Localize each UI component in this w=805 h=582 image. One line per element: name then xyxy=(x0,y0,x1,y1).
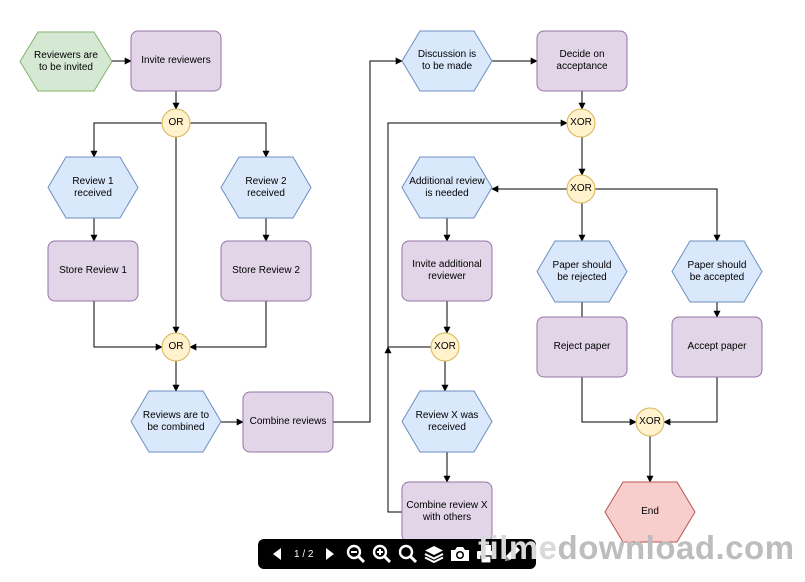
camera-button[interactable] xyxy=(449,543,471,565)
connector-arrow xyxy=(90,122,162,158)
next-page-button[interactable] xyxy=(319,543,341,565)
layers-button[interactable] xyxy=(423,543,445,565)
connector-arrow xyxy=(595,188,721,242)
gateway-xor-join-end xyxy=(635,407,665,437)
connector-arrow xyxy=(189,301,267,351)
triangle-left-icon xyxy=(273,548,281,560)
zoom-out-button[interactable] xyxy=(345,543,367,565)
function-invite-reviewers xyxy=(130,30,222,92)
zoom-in-icon xyxy=(373,544,392,564)
pencil-icon xyxy=(505,546,521,561)
magnifier-icon xyxy=(399,544,418,564)
event-reviews-to-be-combined xyxy=(130,390,222,453)
function-invite-additional-reviewer xyxy=(401,240,493,302)
connector-arrow xyxy=(663,377,718,426)
gateway-or-split xyxy=(161,108,191,138)
connector-arrow xyxy=(93,301,163,351)
event-paper-to-be-accepted xyxy=(671,240,763,303)
event-review-x-received xyxy=(401,390,493,453)
layers-icon xyxy=(425,546,444,564)
page-indicator: 1 / 2 xyxy=(294,548,314,560)
print-button[interactable] xyxy=(475,543,497,565)
gateway-xor-review-x xyxy=(430,332,460,362)
prev-page-button[interactable] xyxy=(266,543,288,565)
watermark-logo: filmedownload.com xyxy=(478,529,795,566)
start-event-reviewers-invited xyxy=(19,31,113,92)
gateway-xor-split-decision xyxy=(566,174,596,204)
end-event xyxy=(604,481,696,543)
function-combine-reviews xyxy=(242,391,334,453)
event-review-1-received xyxy=(47,156,139,219)
function-decide-on-acceptance xyxy=(536,30,628,92)
camera-icon xyxy=(451,547,470,561)
function-store-review-2 xyxy=(220,240,312,302)
printer-icon xyxy=(477,545,496,564)
zoom-out-icon xyxy=(347,544,366,564)
event-additional-review-needed xyxy=(401,156,493,219)
gateway-or-join xyxy=(161,332,191,362)
edit-button[interactable] xyxy=(501,543,523,565)
event-paper-to-be-rejected xyxy=(536,240,628,303)
event-discussion-to-be-made xyxy=(401,30,493,92)
connector-arrow xyxy=(581,377,637,426)
gateway-xor-join-loop xyxy=(566,108,596,138)
viewer-toolbar: 1 / 2 xyxy=(258,539,536,569)
triangle-right-icon xyxy=(326,548,335,560)
zoom-in-button[interactable] xyxy=(371,543,393,565)
connector-arrow xyxy=(190,122,270,158)
connector-arrow xyxy=(387,119,568,348)
event-review-2-received xyxy=(220,156,312,219)
function-accept-paper xyxy=(671,316,763,378)
function-store-review-1 xyxy=(47,240,139,302)
zoom-fit-button[interactable] xyxy=(397,543,419,565)
function-reject-paper xyxy=(536,316,628,378)
connector-arrow xyxy=(333,57,403,423)
shape-layer xyxy=(19,30,763,543)
